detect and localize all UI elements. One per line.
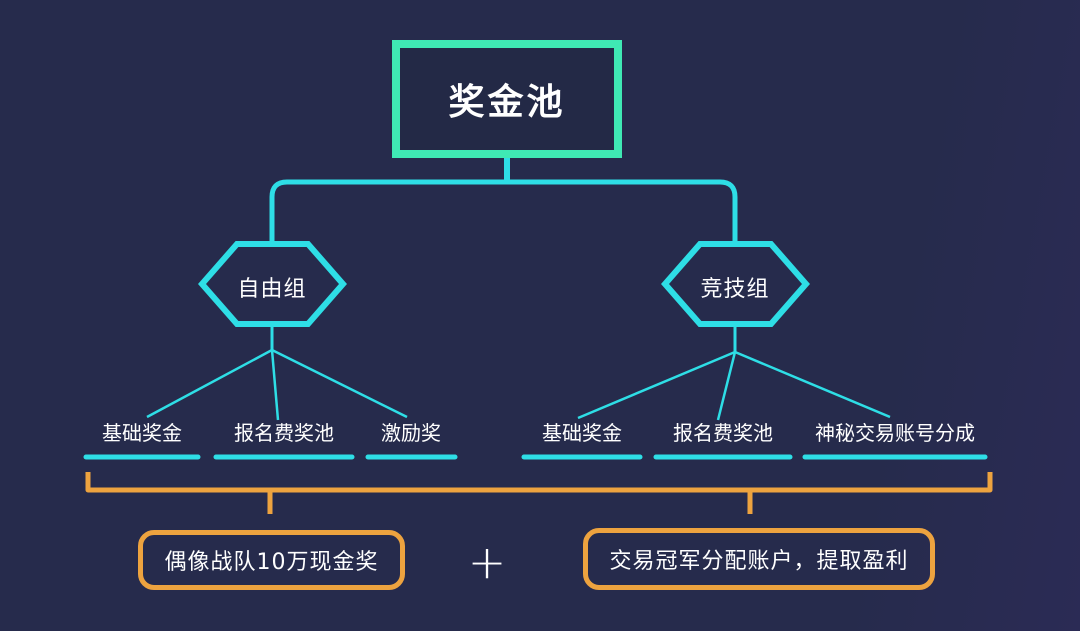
leaf-incentive-award: 激励奖 (381, 421, 441, 445)
free-group-fan-lines (146, 348, 408, 421)
competition-group-label: 竞技组 (700, 277, 770, 302)
free-group-label: 自由组 (237, 277, 307, 302)
root-node-label: 奖金池 (448, 82, 566, 123)
branch-connector-line (269, 179, 738, 244)
leaf-entry-fee-pool-right: 报名费奖池 (673, 421, 773, 445)
plus-operator: + (467, 535, 507, 589)
champion-account-label: 交易冠军分配账户，提取盈利 (609, 549, 909, 574)
root-node-prize-pool: 奖金池 (392, 40, 622, 158)
leaf-basic-award-right: 基础奖金 (542, 421, 622, 445)
idol-team-cash-award-box: 偶像战队10万现金奖 (138, 530, 405, 590)
leaf-mystery-account-share: 神秘交易账号分成 (815, 421, 975, 445)
competition-group-hexagon-shape (661, 241, 810, 327)
competition-group-fan-lines (577, 350, 891, 421)
bracket-line (85, 472, 993, 493)
leaf-basic-award-left: 基础奖金 (102, 421, 182, 445)
champion-account-box: 交易冠军分配账户，提取盈利 (583, 528, 935, 590)
idol-team-cash-award-label: 偶像战队10万现金奖 (164, 550, 379, 575)
leaf-entry-fee-pool-left: 报名费奖池 (234, 421, 334, 445)
free-group-hexagon-shape (198, 241, 347, 327)
bracket-ticks (267, 490, 753, 514)
